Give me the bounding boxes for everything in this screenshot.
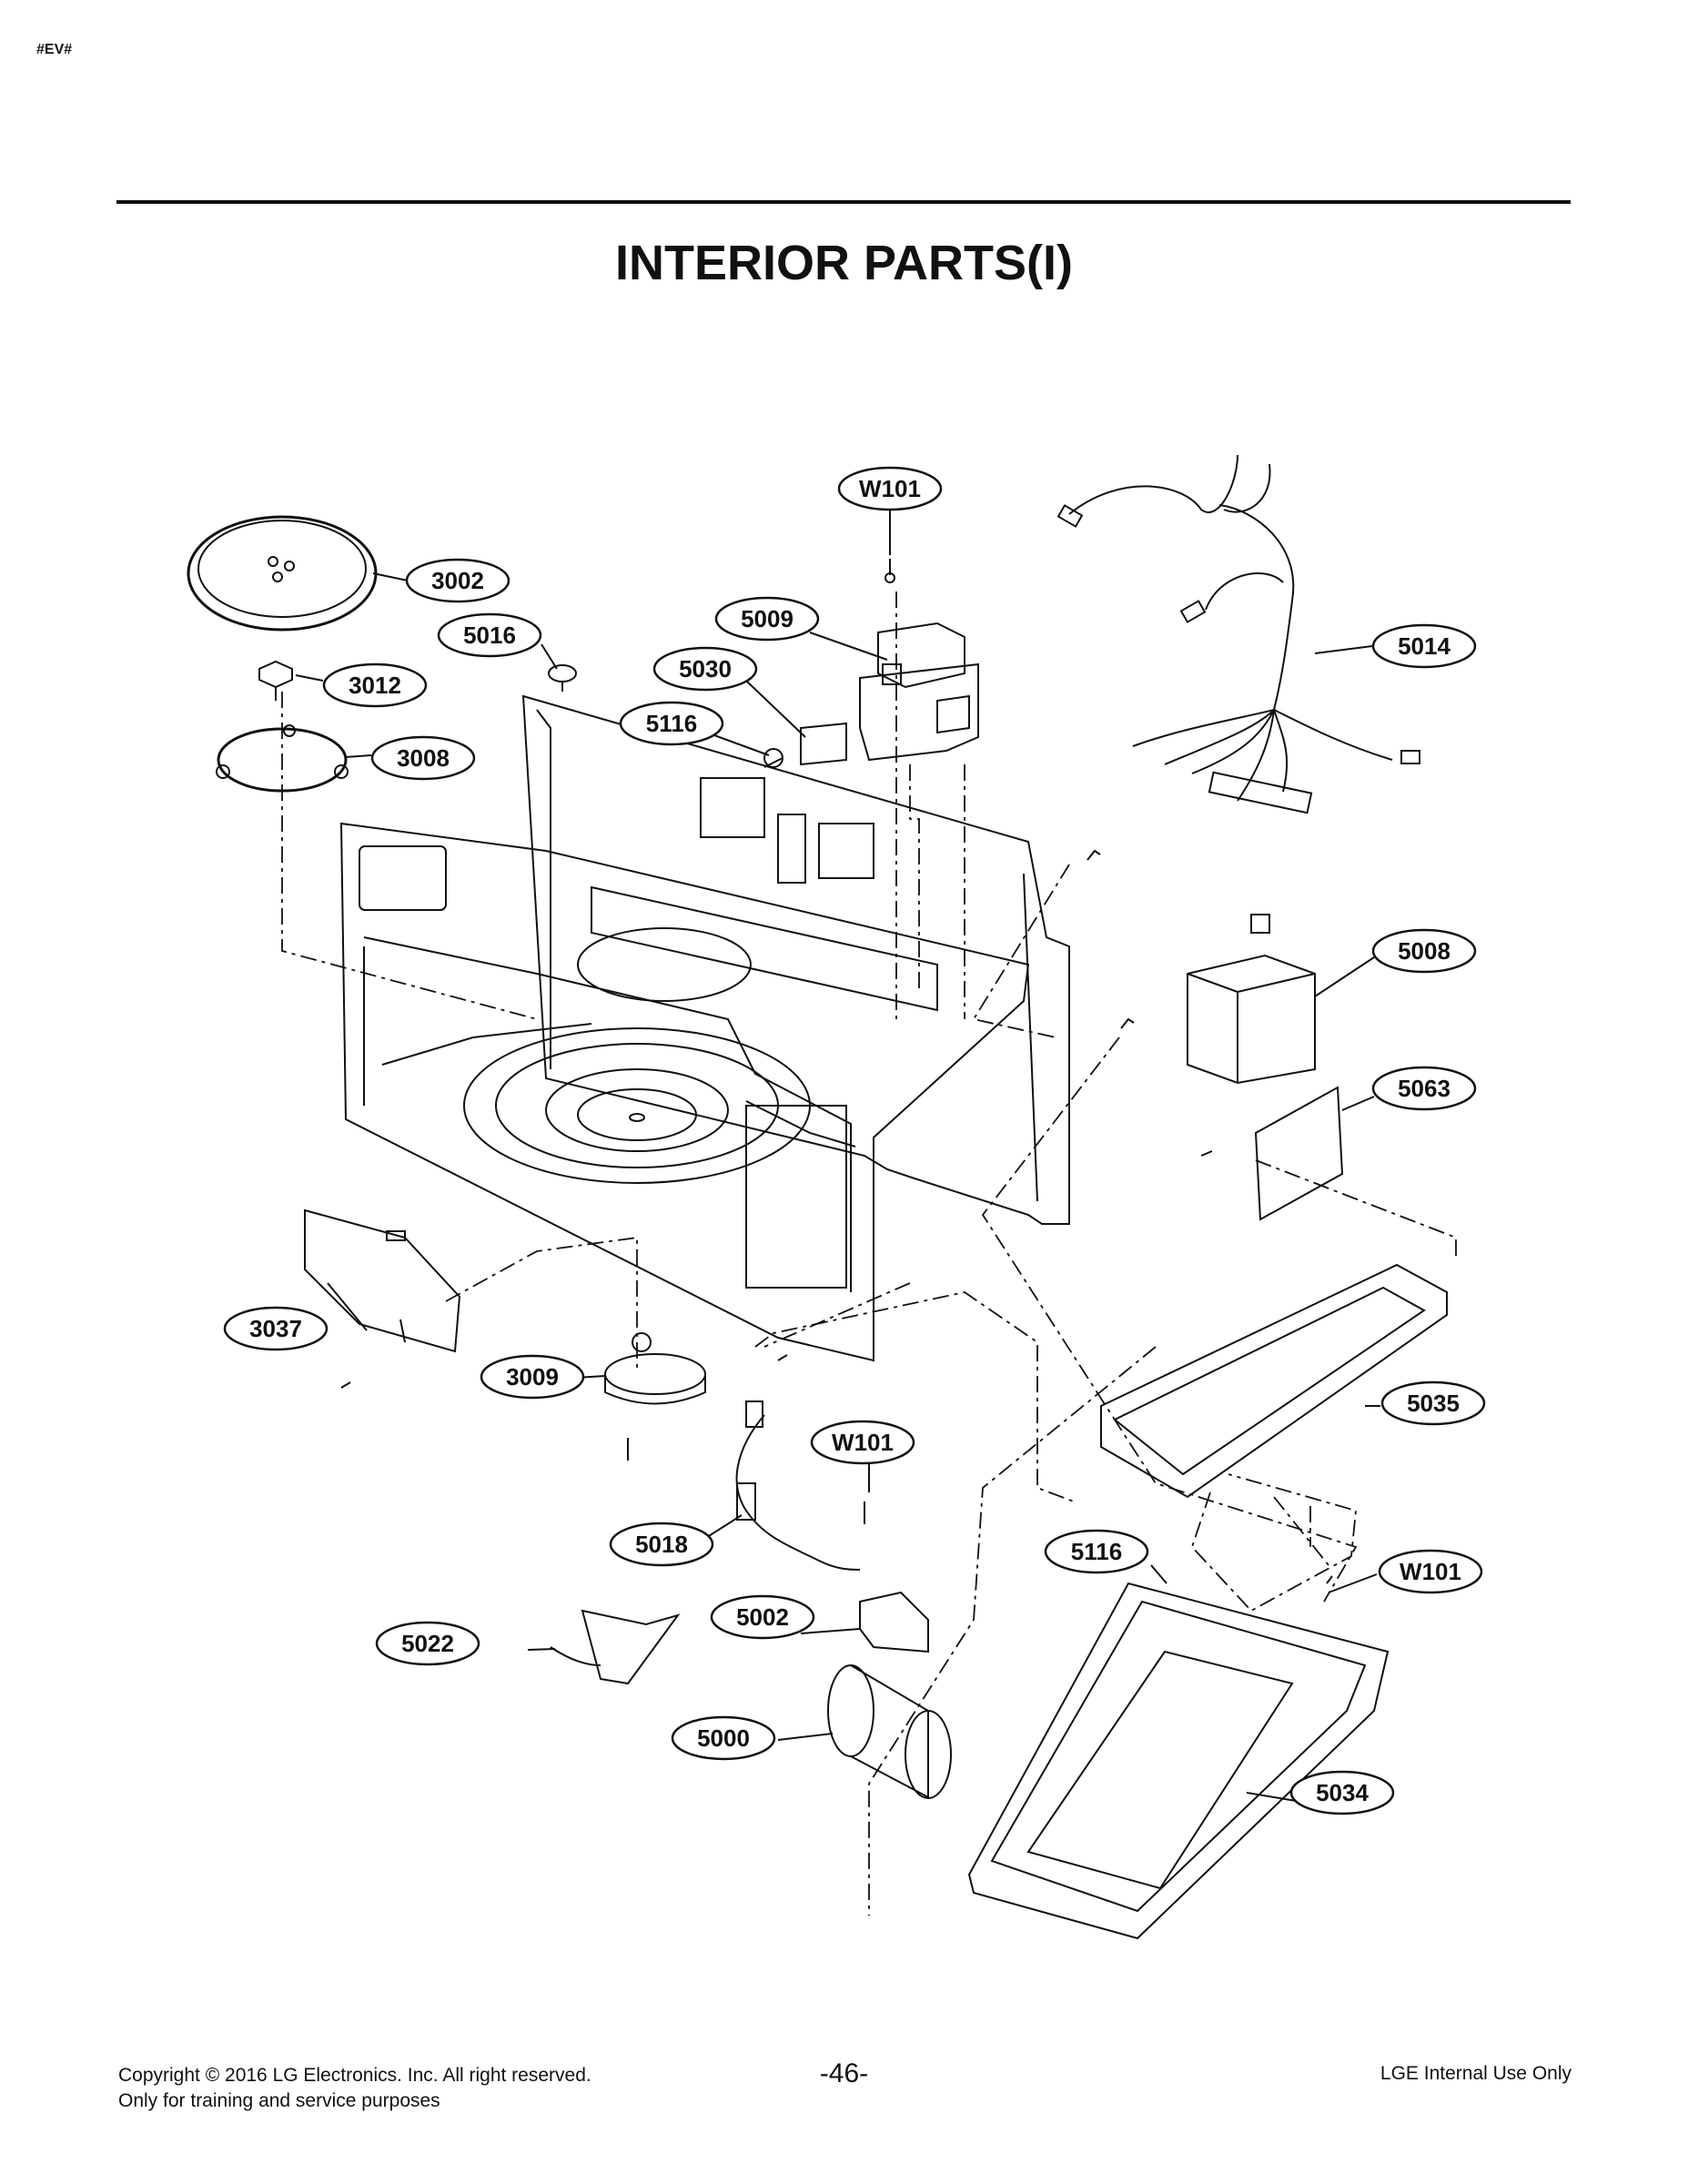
part-5009-drawing <box>859 622 979 762</box>
callout-label: W101 <box>1400 1558 1461 1585</box>
part-5018-drawing <box>735 1400 861 1571</box>
callout-label: 3012 <box>349 672 401 699</box>
callout-5063: 5063 <box>1371 1066 1477 1111</box>
callout-label: W101 <box>832 1429 894 1456</box>
callout-5002: 5002 <box>710 1594 815 1640</box>
callout-5000: 5000 <box>671 1715 776 1761</box>
callout-label: 5035 <box>1407 1390 1460 1417</box>
turntable-tray-drawing <box>187 515 378 632</box>
callouts: W101 3002 5016 3012 3008 5009 5030 5116 <box>223 466 1486 1815</box>
page-title: INTERIOR PARTS(I) <box>615 236 1073 290</box>
back-wall-panel-drawing <box>521 694 1070 1225</box>
base-plate-5035-drawing <box>1100 1263 1448 1499</box>
callout-5009: 5009 <box>714 596 820 642</box>
transformer-5008-drawing <box>1187 914 1316 1085</box>
callout-w101-mid: W101 <box>810 1420 915 1465</box>
callout-3008: 3008 <box>370 735 476 781</box>
bottom-plate-5034-drawing <box>967 1582 1390 1940</box>
part-5022-drawing <box>550 1609 681 1685</box>
harness-5014-drawing <box>1056 454 1420 814</box>
callout-5116-bottom: 5116 <box>1044 1529 1149 1574</box>
callout-w101-top: W101 <box>837 466 943 511</box>
callout-5035: 5035 <box>1380 1380 1486 1426</box>
callout-label: 5016 <box>463 622 516 649</box>
callout-label: 5000 <box>697 1724 750 1752</box>
callout-label: 5116 <box>1071 1538 1122 1565</box>
exploded-axis-lines <box>281 592 1457 1916</box>
callout-5016: 5016 <box>437 612 542 658</box>
callout-label: 5034 <box>1316 1779 1369 1806</box>
callout-5014: 5014 <box>1371 623 1477 669</box>
callout-label: 3008 <box>397 744 450 772</box>
callout-5018: 5018 <box>609 1522 714 1567</box>
footer-internal-use: LGE Internal Use Only <box>1380 2063 1572 2084</box>
callout-label: 5018 <box>635 1531 688 1558</box>
callout-5030: 5030 <box>652 646 758 692</box>
callout-w101-right: W101 <box>1378 1549 1483 1594</box>
leader-lines <box>295 510 1380 1803</box>
screws-drawing <box>340 559 1333 1584</box>
callout-label: 3037 <box>249 1315 302 1342</box>
callout-label: 5009 <box>741 605 793 632</box>
page-tag: #EV# <box>36 42 73 57</box>
callout-3012: 3012 <box>322 662 428 708</box>
callout-5008: 5008 <box>1371 928 1477 974</box>
header-rule <box>116 200 1571 204</box>
capacitor-5000-drawing <box>827 1664 952 1799</box>
part-5016-drawing <box>548 664 577 692</box>
callout-label: 3002 <box>431 567 484 594</box>
callout-3009: 3009 <box>480 1354 585 1400</box>
part-5116-top-drawing <box>763 748 783 768</box>
callout-label: 3009 <box>506 1363 559 1390</box>
callout-3002: 3002 <box>405 558 510 603</box>
callout-label: 5063 <box>1398 1075 1450 1102</box>
callout-5022: 5022 <box>375 1621 480 1666</box>
grille-3037-drawing <box>304 1208 461 1353</box>
callout-label: 5116 <box>646 710 697 737</box>
footer-copyright: Copyright © 2016 LG Electronics. Inc. Al… <box>118 2065 591 2086</box>
callout-label: 5008 <box>1398 937 1450 965</box>
footer-training-note: Only for training and service purposes <box>118 2090 440 2111</box>
callout-label: 5022 <box>401 1630 454 1657</box>
callout-label: W101 <box>859 475 921 502</box>
callout-label: 5014 <box>1398 632 1450 660</box>
callout-5034: 5034 <box>1289 1770 1395 1815</box>
callout-3037: 3037 <box>223 1306 329 1351</box>
callout-5116-top: 5116 <box>619 701 724 746</box>
motor-3009-drawing <box>604 1332 706 1405</box>
page-number: -46- <box>819 2058 869 2088</box>
footer-copyright-block: Copyright © 2016 LG Electronics. Inc. Al… <box>118 2063 591 2114</box>
coupler-drawing <box>258 660 293 701</box>
callout-label: 5002 <box>736 1603 789 1631</box>
callout-label: 5030 <box>679 655 732 682</box>
